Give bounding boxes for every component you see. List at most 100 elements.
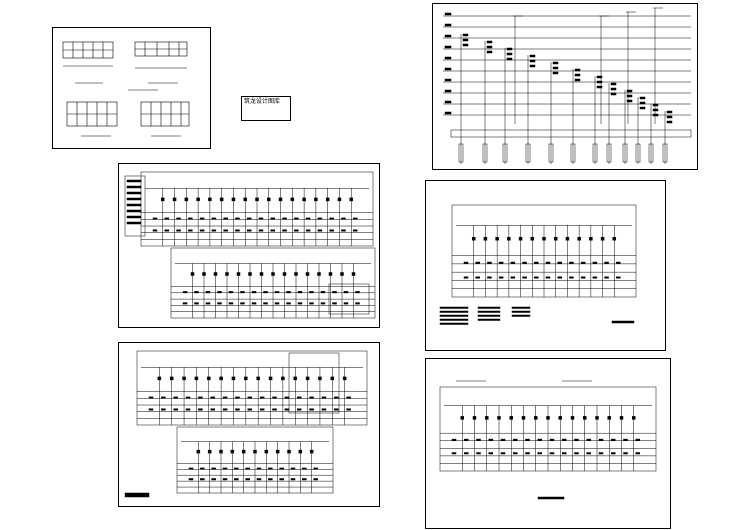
data-mark	[217, 291, 222, 294]
legend-group	[124, 175, 370, 315]
schedule-table	[136, 350, 368, 426]
breaker-symbol	[172, 197, 177, 202]
breaker-symbol	[256, 376, 260, 381]
breaker-symbol	[337, 197, 342, 202]
legend-group	[124, 352, 340, 498]
data-mark	[259, 396, 265, 399]
data-mark	[513, 438, 518, 441]
data-mark	[334, 396, 339, 399]
breaker-symbol	[208, 197, 212, 202]
data-mark	[199, 229, 205, 232]
data-mark	[188, 478, 194, 481]
data-mark	[148, 396, 154, 399]
data-mark	[604, 261, 609, 264]
breaker-symbol	[542, 236, 546, 241]
data-mark	[223, 229, 228, 232]
data-mark	[309, 291, 314, 294]
breaker-symbol	[558, 416, 562, 420]
data-mark	[522, 276, 527, 279]
data-mark	[251, 302, 257, 305]
data-mark	[188, 229, 193, 232]
data-mark	[321, 408, 327, 411]
legend-mark	[126, 197, 142, 201]
feeder-box	[606, 143, 612, 163]
data-mark	[562, 452, 567, 455]
data-mark	[240, 291, 245, 294]
data-mark	[194, 291, 199, 294]
floor-label-mark	[444, 12, 452, 16]
breaker-symbol	[518, 236, 523, 241]
breaker-symbol	[612, 236, 617, 241]
equipment-tag	[652, 113, 659, 117]
data-mark	[217, 302, 222, 305]
data-mark	[611, 438, 616, 441]
equipment-tag	[596, 85, 603, 89]
data-mark	[302, 478, 307, 481]
equipment-tag	[574, 68, 581, 72]
breaker-symbol	[268, 376, 273, 381]
breaker-symbol	[196, 197, 200, 202]
note-line	[511, 310, 531, 313]
breaker-symbol	[230, 449, 235, 454]
data-mark	[305, 229, 311, 232]
breaker-symbol	[219, 376, 223, 381]
breaker-symbol	[294, 272, 298, 276]
data-mark	[199, 217, 205, 220]
data-mark	[569, 276, 574, 279]
data-mark	[309, 408, 314, 411]
breaker-symbol	[317, 272, 321, 276]
breaker-symbol	[509, 416, 513, 420]
data-mark	[259, 408, 265, 411]
equipment-tag	[462, 38, 469, 42]
data-mark	[580, 261, 586, 264]
data-mark	[164, 229, 170, 232]
breaker-symbol	[244, 376, 248, 381]
data-mark	[256, 478, 262, 481]
data-mark	[164, 217, 170, 220]
data-mark	[592, 276, 598, 279]
data-mark	[464, 452, 469, 455]
data-mark	[200, 467, 205, 470]
data-mark	[510, 276, 516, 279]
data-mark	[574, 452, 579, 455]
equipment-tag	[639, 101, 646, 105]
notes-group	[439, 306, 635, 325]
breaker-symbol	[202, 272, 206, 276]
feeder-box	[592, 143, 598, 163]
data-mark	[228, 302, 234, 305]
feeder-box	[570, 143, 576, 163]
data-mark	[317, 229, 323, 232]
equipment-tag	[574, 73, 581, 77]
feeder-box	[622, 143, 628, 163]
breaker-symbol	[259, 272, 264, 276]
data-mark	[173, 408, 178, 411]
feeder-box	[458, 143, 464, 163]
data-mark	[200, 478, 205, 481]
data-mark	[334, 408, 339, 411]
data-mark	[475, 261, 480, 264]
data-mark	[296, 408, 302, 411]
breaker-symbol	[507, 236, 511, 241]
breaker-symbol	[236, 272, 241, 276]
stamp-title: 筑龙设计图库	[244, 98, 281, 105]
data-mark	[549, 438, 555, 441]
breaker-symbol	[600, 236, 605, 241]
data-mark	[210, 396, 216, 399]
data-mark	[282, 229, 287, 232]
breaker-symbol	[318, 376, 322, 381]
equipment-tag	[626, 94, 633, 98]
schedule-group	[451, 204, 637, 298]
note-line	[477, 306, 501, 309]
data-mark	[182, 302, 188, 305]
note-line	[439, 318, 469, 321]
data-mark	[176, 229, 181, 232]
data-mark	[247, 396, 253, 399]
data-mark	[211, 478, 216, 481]
data-mark	[464, 438, 469, 441]
breaker-symbol	[309, 449, 314, 454]
breaker-symbol	[530, 236, 535, 241]
main-busbar	[450, 129, 692, 138]
data-mark	[270, 217, 276, 220]
data-mark	[604, 276, 609, 279]
floor-label-mark	[444, 34, 452, 38]
